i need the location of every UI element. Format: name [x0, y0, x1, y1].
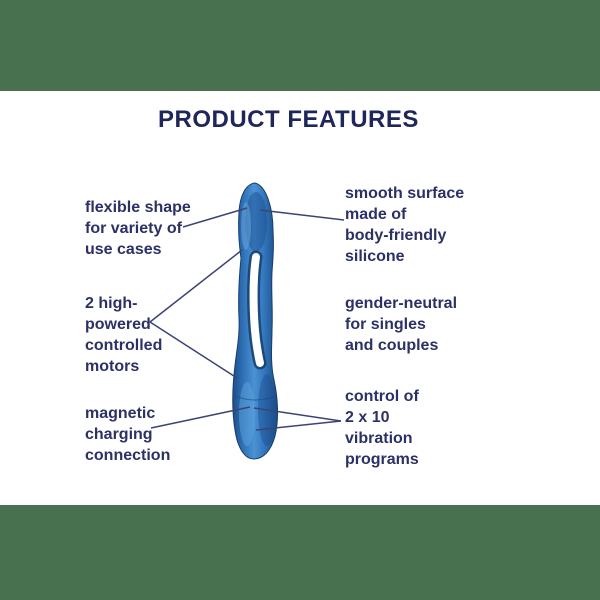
callout-smooth-surface: smooth surface made of body-friendly sil… [345, 185, 465, 265]
top-bulb-shadow [245, 192, 267, 252]
connector-motors-lower [149, 321, 238, 379]
bottom-seam [234, 395, 277, 401]
callout-vibration-programs: control of 2 x 10 vibration programs [345, 388, 419, 468]
connector-flexible-shape [182, 207, 248, 228]
connector-programs-upper [253, 407, 342, 422]
callout-magnetic-charging: magnetic charging connection [85, 405, 171, 464]
connector-smooth-surface [259, 209, 345, 221]
callout-gender-neutral: gender-neutral for singles and couples [345, 295, 458, 354]
connector-programs-lower [255, 420, 342, 431]
bottom-bulb-highlight [239, 382, 255, 446]
content-panel [0, 91, 600, 505]
connector-lines [149, 207, 345, 431]
top-bulb-highlight [241, 202, 251, 250]
connector-magnetic-charging [150, 406, 251, 429]
product-illustration [232, 182, 278, 460]
page-title: PRODUCT FEATURES [158, 106, 419, 133]
callout-dual-motors: 2 high- powered controlled motors [85, 295, 163, 375]
callout-flexible-shape: flexible shape for variety of use cases [85, 199, 191, 258]
connector-motors-upper [149, 249, 243, 323]
device-slot [249, 253, 264, 367]
